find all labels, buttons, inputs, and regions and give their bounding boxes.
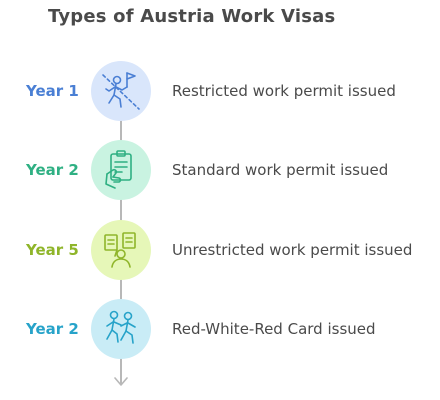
- timeline-step: Year 2 Red-White-Red Card issued: [0, 299, 440, 359]
- timeline-step: Year 1 Restricted work permit issued: [0, 61, 440, 121]
- step-icon-circle: [91, 299, 151, 359]
- connector-line: [120, 118, 122, 142]
- timeline-step: Year 5 Unrestricted work permit issued: [0, 220, 440, 280]
- connector-line: [120, 358, 122, 384]
- clipboard-hand-icon: [105, 150, 132, 189]
- connector-line: [120, 199, 122, 221]
- step-year-label: Year 5: [26, 241, 79, 259]
- step-icon-circle: [91, 140, 151, 200]
- step-description: Unrestricted work permit issued: [172, 241, 413, 259]
- step-description: Red-White-Red Card issued: [172, 320, 376, 338]
- step-year-label: Year 2: [26, 161, 79, 179]
- connector-line: [120, 279, 122, 299]
- step-description: Standard work permit issued: [172, 161, 389, 179]
- documents-person-icon: [104, 232, 136, 268]
- restricted-person-flag-icon: [102, 72, 140, 110]
- step-description: Restricted work permit issued: [172, 82, 396, 100]
- step-year-label: Year 2: [26, 320, 79, 338]
- timeline-step: Year 2 Standard work permit issued: [0, 140, 440, 200]
- step-icon-circle: [91, 61, 151, 121]
- arrow-down-icon: [114, 377, 128, 386]
- step-icon-circle: [91, 220, 151, 280]
- diagram-title: Types of Austria Work Visas: [48, 6, 336, 27]
- step-year-label: Year 1: [26, 82, 79, 100]
- two-people-walking-icon: [106, 310, 136, 344]
